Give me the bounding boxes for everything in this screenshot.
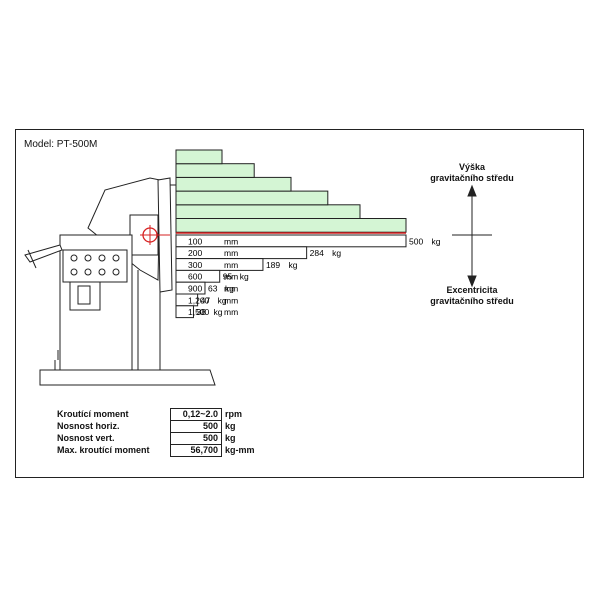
eccentricity-value: 1,500 xyxy=(188,307,210,317)
load-bar xyxy=(175,234,407,248)
spec-unit: kg-mm xyxy=(225,445,255,455)
eccentricity-value: 1,200 xyxy=(188,295,210,305)
spec-label: Nosnost horiz. xyxy=(57,421,120,431)
gravity-eccentricity-label: Excentricita gravitačního středu xyxy=(430,285,514,306)
eccentricity-value: 300 xyxy=(188,260,202,270)
load-unit: kg xyxy=(213,307,222,317)
eccentricity-unit: mm xyxy=(224,260,238,270)
green-bar xyxy=(175,176,292,192)
load-value: 38 xyxy=(196,307,206,317)
eccentricity-unit: mm xyxy=(224,248,238,258)
green-bar xyxy=(175,190,329,206)
spec-value: 0,12~2.0 xyxy=(170,408,222,421)
gravity-height-label: Výška gravitačního středu xyxy=(430,162,514,183)
load-unit: kg xyxy=(218,295,227,305)
spec-value: 500 xyxy=(170,432,222,445)
eccentricity-unit: mm xyxy=(224,284,238,294)
eccentricity-unit: mm xyxy=(224,295,238,305)
green-bar xyxy=(175,149,223,165)
spec-label: Max. kroutící moment xyxy=(57,445,150,455)
green-height-bars xyxy=(175,149,407,233)
eccentricity-value: 100 xyxy=(188,236,202,246)
load-value: 95 xyxy=(223,272,233,282)
load-unit: kg xyxy=(432,236,441,246)
eccentricity-value: 900 xyxy=(188,284,202,294)
load-unit: kg xyxy=(225,284,234,294)
spec-unit: kg xyxy=(225,421,236,431)
eccentricity-unit: mm xyxy=(224,272,238,282)
eccentricity-unit: mm xyxy=(224,236,238,246)
load-value: 189 xyxy=(266,260,280,270)
eccentricity-value: 200 xyxy=(188,248,202,258)
load-value: 284 xyxy=(310,248,324,258)
eccentricity-value: 600 xyxy=(188,272,202,282)
spec-label: Nosnost vert. xyxy=(57,433,115,443)
diagram-frame xyxy=(15,129,584,478)
gravity-axis-cross xyxy=(452,184,492,288)
model-label: Model: PT-500M xyxy=(24,139,98,150)
spec-unit: kg xyxy=(225,433,236,443)
load-unit: kg xyxy=(240,272,249,282)
spec-label: Kroutící moment xyxy=(57,409,129,419)
spec-unit: rpm xyxy=(225,409,243,419)
load-unit: kg xyxy=(288,260,297,270)
load-unit: kg xyxy=(332,248,341,258)
eccentricity-unit: mm xyxy=(224,307,238,317)
spec-value: 56,700 xyxy=(170,444,222,457)
load-bar xyxy=(175,305,194,319)
green-bar xyxy=(175,163,255,178)
load-value: 47 xyxy=(201,295,211,305)
spec-value: 500 xyxy=(170,420,222,433)
green-bar xyxy=(175,204,361,220)
positioner-machine-illustration xyxy=(24,177,216,386)
green-bar xyxy=(175,218,407,233)
load-value: 63 xyxy=(208,284,218,294)
load-value: 500 xyxy=(409,236,423,246)
